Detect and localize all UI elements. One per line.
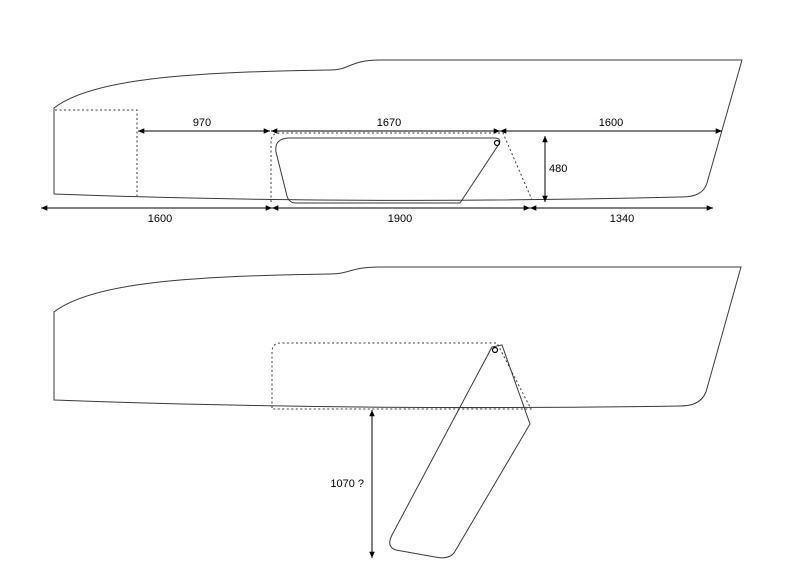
dim-label-1670: 1670	[377, 117, 401, 129]
dim-label-1600-bottom: 1600	[148, 213, 172, 225]
dim-label-1600-top: 1600	[599, 117, 623, 129]
dim-label-1900: 1900	[388, 213, 412, 225]
top-hull-outline	[53, 59, 743, 201]
dim-label-970: 970	[193, 117, 211, 129]
top-keel-dotted-outline	[270, 132, 533, 202]
dim-label-1340: 1340	[610, 213, 634, 225]
swing-keel-board	[389, 344, 531, 559]
dim-label-1070: 1070 ?	[330, 478, 364, 490]
top-hull-view: 970 1670 1600 480 1600 1900 1340	[41, 59, 743, 225]
top-pivot-point	[493, 139, 501, 147]
top-transom-box	[55, 109, 138, 196]
bottom-pivot-point	[491, 346, 499, 354]
top-keel-solid-outline	[275, 137, 501, 204]
bottom-hull-outline	[53, 266, 742, 409]
bottom-hull-view: 1070 ?	[53, 266, 742, 559]
dim-label-480: 480	[549, 163, 567, 175]
bottom-keel-dotted-outline	[271, 342, 532, 410]
